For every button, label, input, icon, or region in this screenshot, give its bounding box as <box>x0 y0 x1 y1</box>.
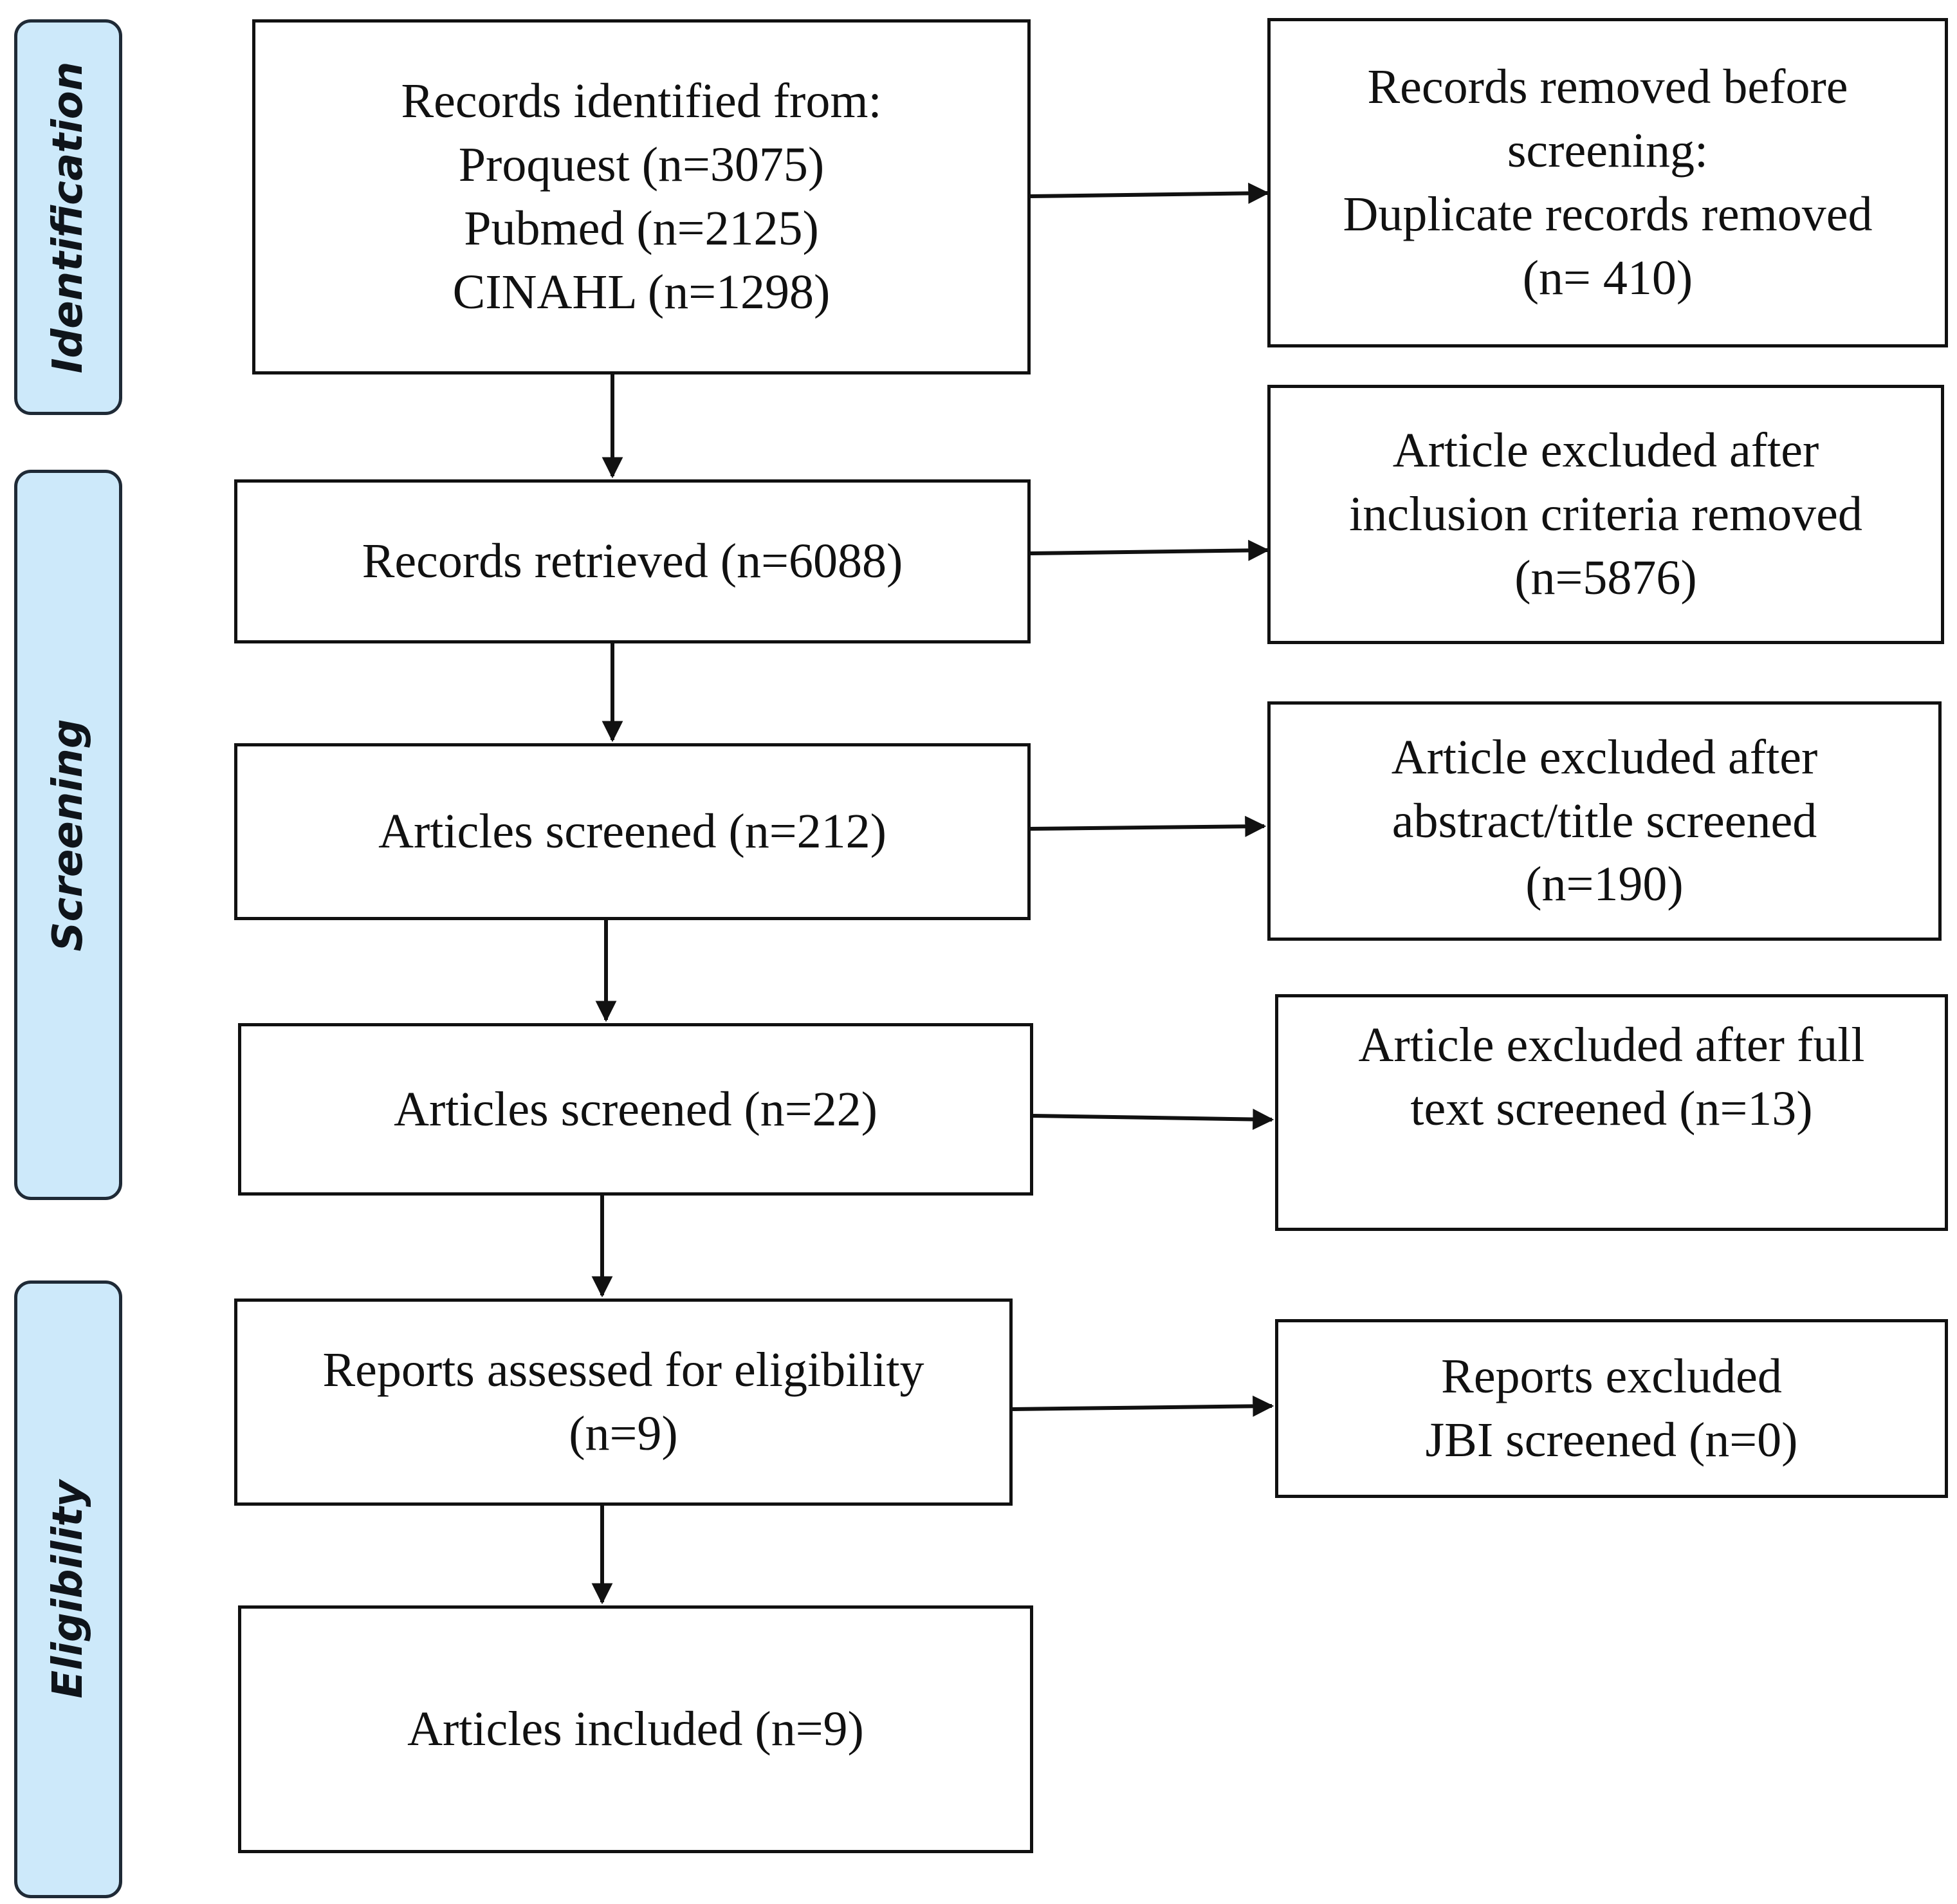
reports-assessed-line1: Reports assessed for eligibility <box>322 1343 924 1398</box>
arrow-retrieved-to-inclusion <box>1030 539 1270 561</box>
arrow-identified-to-removed <box>1030 182 1270 204</box>
arrow-assessed-to-jbi <box>1012 1395 1274 1417</box>
inclusion-excluded-line1: Article excluded after <box>1392 423 1819 478</box>
records-retrieved-box: Records retrieved (n=6088) <box>234 479 1031 643</box>
phase-eligibility: Eligibility <box>14 1280 122 1898</box>
abstract-excluded-box: Article excluded after abstract/title sc… <box>1267 701 1942 941</box>
articles-screened-22-text: Articles screened (n=22) <box>394 1082 877 1136</box>
records-removed-line1: Records removed before <box>1367 60 1848 115</box>
records-identified-title: Records identified from: <box>401 74 882 129</box>
cinahl-count: CINAHL (n=1298) <box>452 264 831 319</box>
articles-screened-22-box: Articles screened (n=22) <box>238 1023 1033 1196</box>
pubmed-count: Pubmed (n=2125) <box>464 201 819 255</box>
arrow-screened-212-to-abstract <box>1030 815 1267 837</box>
phase-screening: Screening <box>14 470 122 1200</box>
abstract-excluded-line3: (n=190) <box>1525 857 1684 912</box>
inclusion-excluded-box: Article excluded after inclusion criteri… <box>1267 385 1944 644</box>
phase-identification: Identification <box>14 19 122 415</box>
articles-screened-212-box: Articles screened (n=212) <box>234 743 1031 920</box>
records-removed-line2: screening: <box>1507 124 1709 178</box>
articles-included-text: Articles included (n=9) <box>407 1702 864 1757</box>
records-removed-line3: Duplicate records removed <box>1343 187 1873 241</box>
fulltext-excluded-box: Article excluded after full text screene… <box>1275 994 1948 1231</box>
reports-assessed-line2: (n=9) <box>569 1407 678 1461</box>
fulltext-excluded-line2: text screened (n=13) <box>1410 1081 1813 1136</box>
records-removed-box: Records removed before screening: Duplic… <box>1267 18 1948 347</box>
jbi-excluded-line2: JBI screened (n=0) <box>1425 1413 1798 1467</box>
jbi-excluded-line1: Reports excluded <box>1441 1349 1782 1404</box>
articles-included-box: Articles included (n=9) <box>238 1605 1033 1853</box>
abstract-excluded-line1: Article excluded after <box>1391 730 1818 784</box>
articles-screened-212-text: Articles screened (n=212) <box>378 804 887 859</box>
reports-assessed-box: Reports assessed for eligibility (n=9) <box>234 1299 1013 1506</box>
inclusion-excluded-line3: (n=5876) <box>1514 550 1697 605</box>
records-retrieved-text: Records retrieved (n=6088) <box>362 534 903 589</box>
jbi-excluded-box: Reports excluded JBI screened (n=0) <box>1275 1319 1948 1498</box>
fulltext-excluded-line1: Article excluded after full <box>1358 1018 1865 1072</box>
abstract-excluded-line2: abstract/title screened <box>1392 793 1817 848</box>
records-identified-box: Records identified from: Proquest (n=307… <box>252 19 1031 374</box>
arrow-screened-22-to-fulltext <box>1033 1109 1274 1131</box>
inclusion-excluded-line2: inclusion criteria removed <box>1349 487 1862 542</box>
records-removed-line4: (n= 410) <box>1522 250 1693 305</box>
proquest-count: Proquest (n=3075) <box>458 138 825 192</box>
